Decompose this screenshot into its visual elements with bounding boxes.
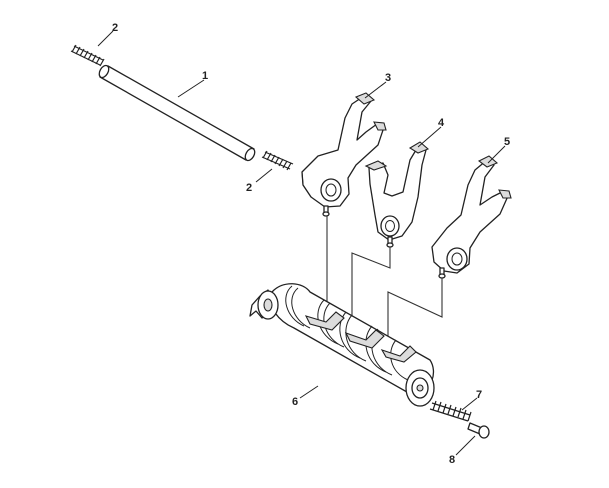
callout-7-spring: 7: [476, 389, 482, 401]
callout-2-upper-spring: 2: [112, 22, 118, 34]
callout-1-shaft: 1: [202, 70, 208, 82]
spring-lower: [261, 150, 294, 171]
callout-2-lower-spring: 2: [246, 182, 252, 194]
spring-detent: [429, 400, 472, 422]
detent-pin: [467, 422, 490, 439]
callout-6-drum: 6: [292, 396, 298, 408]
callout-5-fork: 5: [504, 136, 510, 148]
shift-drum: [249, 283, 435, 407]
leader-lines: [97, 30, 506, 456]
callout-3-fork: 3: [385, 72, 391, 84]
spring-upper: [70, 44, 105, 67]
shift-fork-4: [364, 141, 430, 248]
shift-fork-3: [301, 92, 387, 217]
alignment-guides: [326, 216, 443, 340]
callout-4-fork: 4: [438, 117, 445, 129]
shift-fork-shaft: [98, 64, 256, 162]
callout-8-pin: 8: [449, 454, 455, 466]
shift-fork-5: [431, 155, 512, 279]
